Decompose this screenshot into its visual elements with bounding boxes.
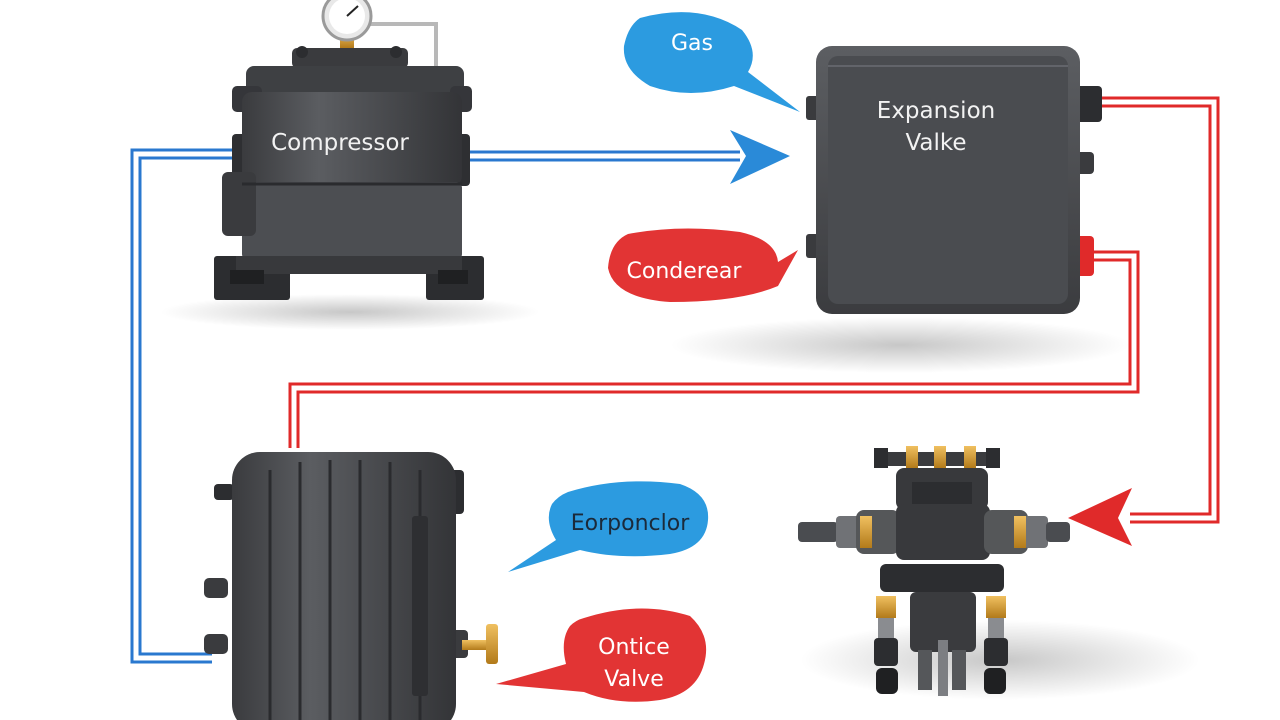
evaporator-unit[interactable] [204, 452, 498, 720]
gas-label: Gas [671, 31, 713, 56]
orifice-valve-label-line2: Valve [604, 667, 664, 692]
cold-pipe-left [130, 148, 232, 664]
hot-pipe-right [1100, 96, 1220, 524]
orifice-valve-bubble: Ontice Valve [496, 608, 707, 702]
evaporator-label: Eorponclor [571, 511, 690, 536]
condenser-bubble: Conderear [608, 228, 798, 302]
compressor-unit[interactable]: Compressor [214, 0, 484, 300]
gas-bubble: Gas [623, 12, 800, 113]
pressure-gauge-icon [321, 0, 373, 48]
expansion-valve-label-line2: Valke [905, 130, 966, 156]
evaporator-bubble: Eorponclor [508, 481, 709, 572]
compressor-shadow [160, 294, 540, 330]
flow-arrow-red [1068, 488, 1132, 546]
expansion-valve-shadow [670, 317, 1130, 373]
compressor-label: Compressor [271, 130, 409, 156]
hot-pipe-middle [288, 250, 1140, 448]
expansion-valve-label-line1: Expansion [877, 98, 995, 124]
orifice-valve-label-line1: Ontice [598, 635, 670, 660]
brass-valve-icon [462, 624, 498, 664]
condenser-label: Conderear [627, 259, 743, 284]
flow-arrow-blue [730, 130, 790, 184]
orifice-valve-unit[interactable] [798, 446, 1070, 696]
cold-pipe-top [470, 150, 740, 162]
expansion-valve-unit[interactable]: Expansion Valke [806, 46, 1102, 314]
